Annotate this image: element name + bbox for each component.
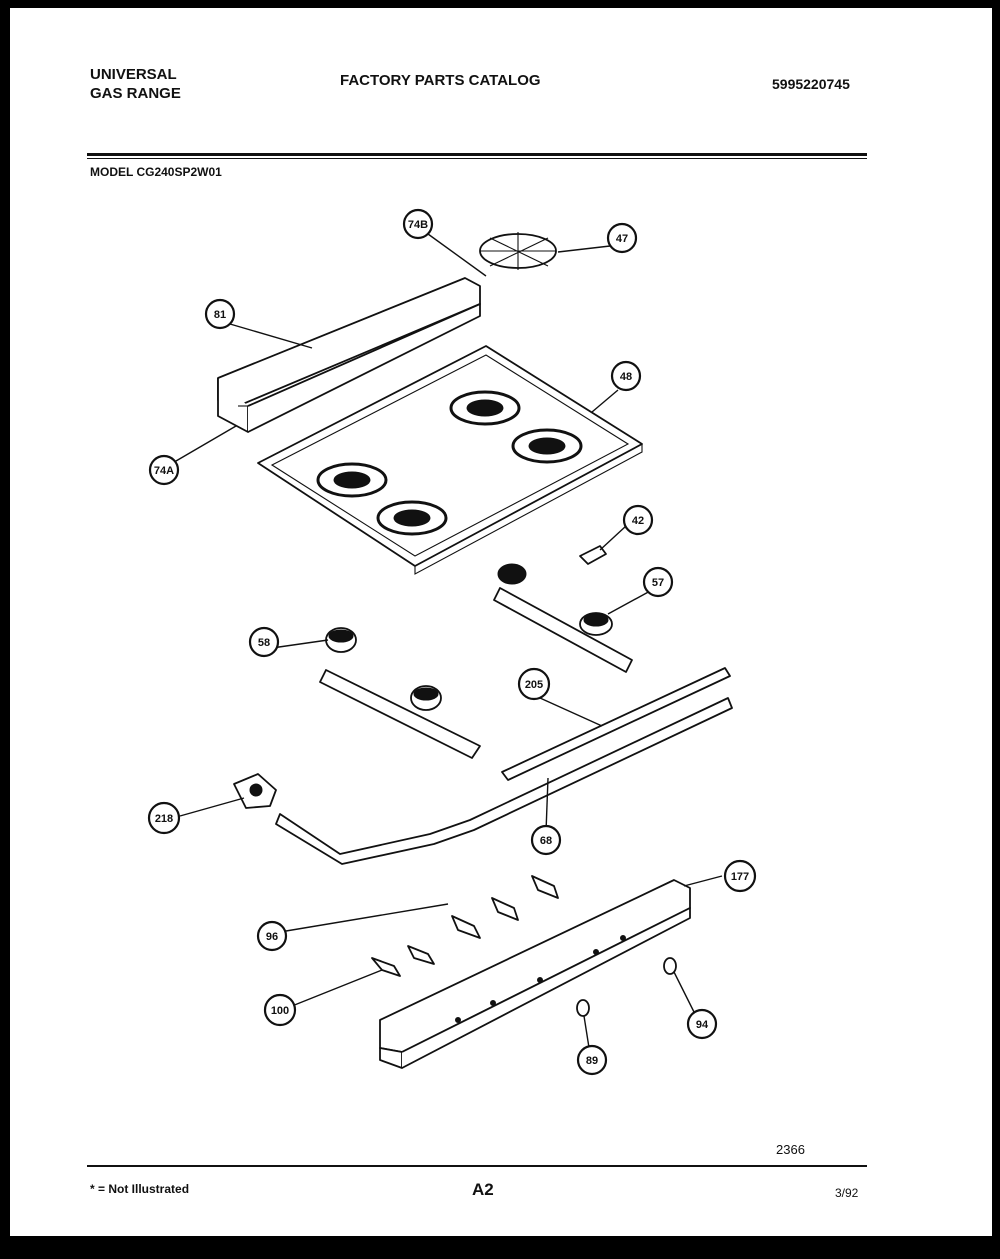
callout-94: 94 <box>686 1008 718 1040</box>
svg-text:48: 48 <box>620 371 632 383</box>
header-rule-thick <box>87 153 867 156</box>
callout-205: 205 <box>517 667 551 701</box>
left-burner-assembly <box>319 627 481 759</box>
callout-57: 57 <box>642 566 674 598</box>
callout-96: 96 <box>256 920 288 952</box>
callout-100: 100 <box>263 993 297 1027</box>
pressure-regulator <box>233 773 277 809</box>
backguard <box>217 277 481 433</box>
callout-218: 218 <box>147 801 181 835</box>
footer-rule <box>87 1165 867 1167</box>
header-rule-thin <box>87 158 867 159</box>
callout-177: 177 <box>723 859 757 893</box>
control-knob <box>576 999 590 1017</box>
svg-text:89: 89 <box>586 1055 598 1067</box>
callout-74a: 74A <box>148 454 180 486</box>
brand-line-1: UNIVERSAL <box>90 66 177 83</box>
footer-note: * = Not Illustrated <box>90 1182 190 1196</box>
manifold-pipe <box>275 697 733 865</box>
svg-text:100: 100 <box>271 1005 289 1017</box>
catalog-title: FACTORY PARTS CATALOG <box>340 72 541 89</box>
svg-text:74B: 74B <box>408 219 428 231</box>
svg-text:57: 57 <box>652 577 664 589</box>
svg-text:47: 47 <box>616 233 628 245</box>
svg-text:94: 94 <box>696 1019 709 1031</box>
callout-42: 42 <box>622 504 654 536</box>
svg-text:205: 205 <box>525 679 543 691</box>
burner-grate <box>479 232 557 270</box>
svg-text:81: 81 <box>214 309 226 321</box>
control-panel <box>379 879 691 1069</box>
callout-58: 58 <box>248 626 280 658</box>
svg-text:42: 42 <box>632 515 644 527</box>
knob-clip <box>663 957 677 975</box>
catalog-number: 5995220745 <box>772 76 850 92</box>
leader-lines <box>163 233 723 1055</box>
svg-text:74A: 74A <box>154 465 174 477</box>
manifold-bracket <box>501 667 731 781</box>
svg-text:58: 58 <box>258 637 270 649</box>
svg-text:96: 96 <box>266 931 278 943</box>
callout-89: 89 <box>576 1044 608 1076</box>
catalog-page: UNIVERSAL GAS RANGE FACTORY PARTS CATALO… <box>10 8 992 1236</box>
cooktop <box>257 345 643 575</box>
callout-81: 81 <box>204 298 236 330</box>
callout-47: 47 <box>606 222 638 254</box>
clip-part <box>579 545 607 565</box>
drawing-number: 2366 <box>776 1142 805 1157</box>
svg-text:68: 68 <box>540 835 552 847</box>
footer-date: 3/92 <box>835 1186 859 1200</box>
callout-48: 48 <box>610 360 642 392</box>
svg-text:218: 218 <box>155 813 173 825</box>
model-number: MODEL CG240SP2W01 <box>90 165 222 179</box>
page-label: A2 <box>472 1180 494 1199</box>
burner-valves <box>371 875 559 977</box>
callout-74b: 74B <box>402 208 434 240</box>
callout-68: 68 <box>530 824 562 856</box>
brand-line-2: GAS RANGE <box>90 85 181 102</box>
svg-text:177: 177 <box>731 871 749 883</box>
exploded-parts-diagram: 74B 47 81 48 74A 42 57 58 205 218 68 177… <box>147 208 757 1076</box>
right-burner-assembly <box>493 563 633 673</box>
